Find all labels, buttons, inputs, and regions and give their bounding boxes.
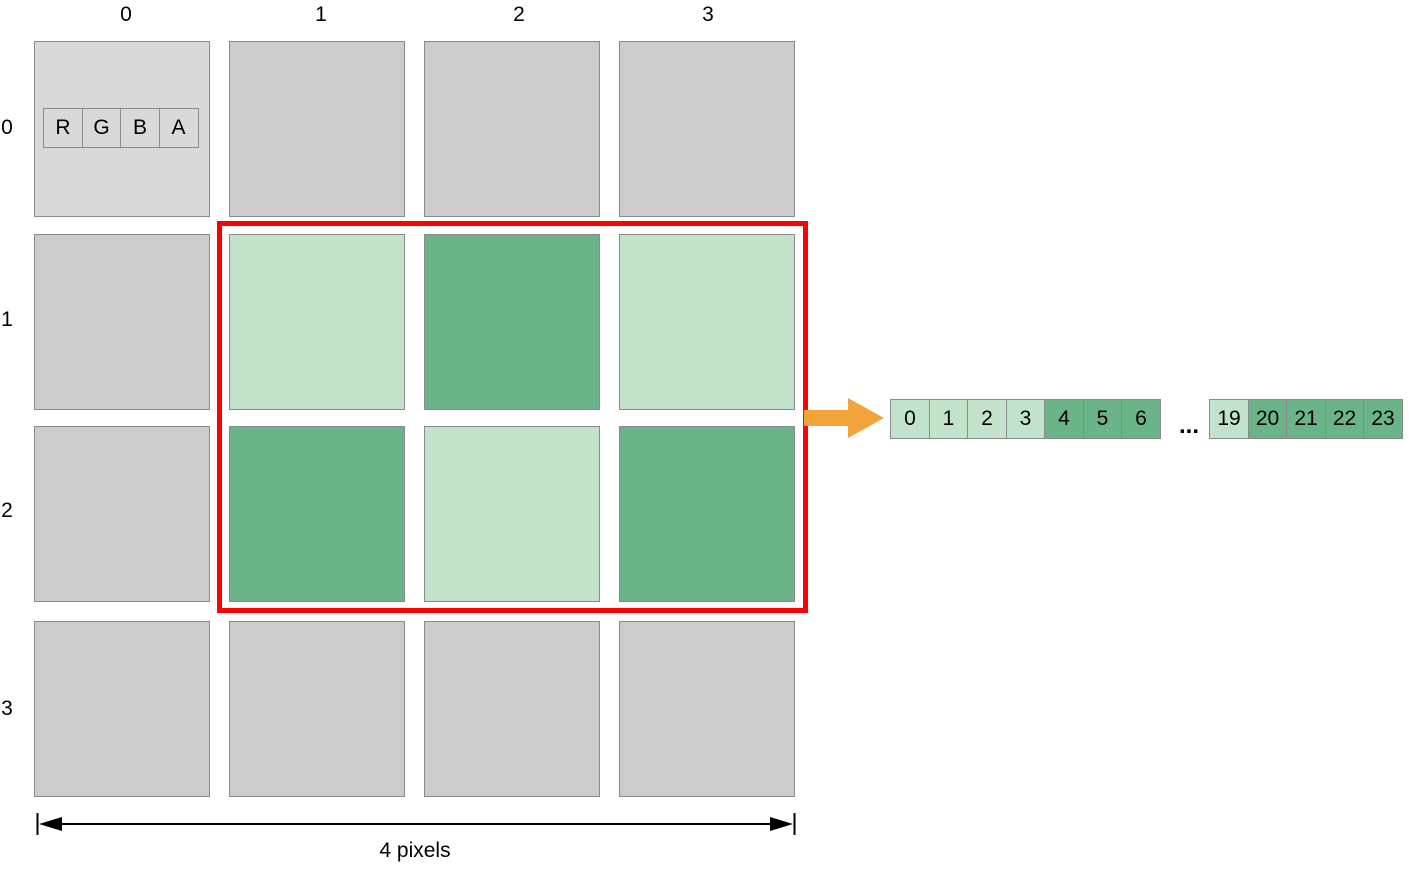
row-label: 0 — [1, 116, 13, 139]
byte-cell: 3 — [1005, 399, 1046, 439]
selection-rectangle — [217, 221, 808, 613]
byte-cell: 2 — [967, 399, 1007, 439]
channel-box: G — [81, 108, 122, 148]
pixel-cell — [424, 426, 600, 602]
pixel-cell — [229, 234, 405, 410]
pixel-cell — [619, 621, 795, 797]
byte-cell: 23 — [1363, 399, 1403, 439]
pixel-cell — [34, 426, 210, 602]
pixel-cell — [229, 621, 405, 797]
pixel-cell — [619, 426, 795, 602]
ellipsis: ... — [1178, 412, 1199, 439]
pixel-cell — [424, 621, 600, 797]
byte-cell: 21 — [1286, 399, 1326, 439]
pixel-cell — [229, 41, 405, 217]
column-label: 3 — [702, 3, 714, 26]
width-dimension-arrow — [36, 813, 796, 835]
row-label: 2 — [1, 499, 13, 522]
channel-box: B — [120, 108, 160, 148]
byte-cell: 22 — [1324, 399, 1365, 439]
pixel-cell — [619, 234, 795, 410]
channel-box: A — [158, 108, 199, 148]
column-label: 2 — [513, 3, 525, 26]
pixel-cell — [424, 234, 600, 410]
row-label: 3 — [1, 697, 13, 720]
column-label: 1 — [315, 3, 327, 26]
byte-cell: 1 — [928, 399, 969, 439]
pixel-cell — [424, 41, 600, 217]
byte-cell: 5 — [1082, 399, 1123, 439]
byte-cell: 20 — [1247, 399, 1288, 439]
pixel-cell — [619, 41, 795, 217]
byte-cell: 0 — [890, 399, 930, 439]
channel-box: R — [43, 108, 83, 148]
row-label: 1 — [1, 308, 13, 331]
byte-cell: 6 — [1121, 399, 1161, 439]
pixel-cell — [229, 426, 405, 602]
byte-cell: 19 — [1209, 399, 1249, 439]
byte-cell: 4 — [1044, 399, 1084, 439]
width-label: 4 pixels — [379, 839, 451, 862]
column-label: 0 — [120, 3, 132, 26]
pixel-cell — [34, 234, 210, 410]
right-arrow-icon — [804, 398, 884, 438]
pixel-cell — [34, 621, 210, 797]
